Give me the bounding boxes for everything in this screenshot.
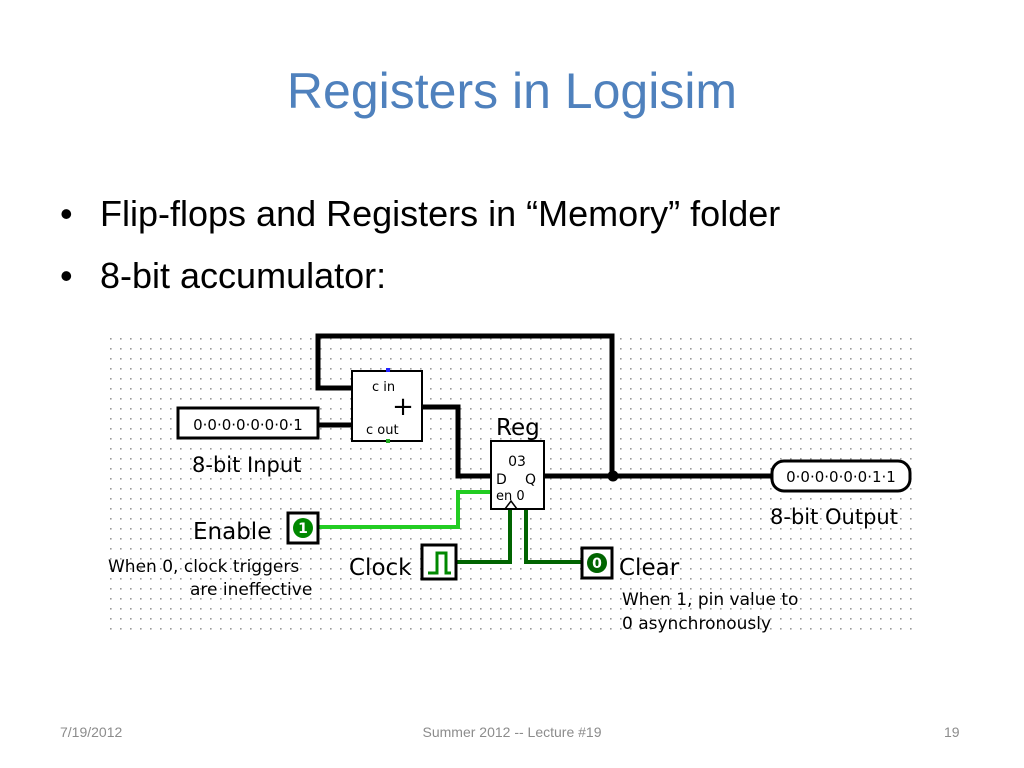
adder-cout-label: c out bbox=[366, 423, 399, 438]
wire-junction bbox=[607, 470, 619, 482]
clear-label: Clear bbox=[619, 555, 680, 581]
clock-pin[interactable] bbox=[420, 543, 458, 581]
bus-wires bbox=[315, 333, 772, 479]
wire-clock bbox=[456, 508, 512, 564]
bullet-item: • 8-bit accumulator: bbox=[60, 252, 780, 314]
register-label: Reg bbox=[496, 415, 540, 441]
footer-date: 7/19/2012 bbox=[60, 724, 123, 740]
bullet-dot-icon: • bbox=[60, 193, 73, 234]
bullet-item: • Flip-flops and Registers in “Memory” fo… bbox=[60, 190, 780, 252]
register[interactable]: 03 D Q en 0 bbox=[490, 440, 545, 510]
clear-note-line2: 0 asynchronously bbox=[622, 614, 771, 634]
clock-wave-icon bbox=[428, 551, 451, 575]
wire-adder-to-reg bbox=[422, 404, 491, 479]
bullet-text: 8-bit accumulator: bbox=[100, 255, 387, 296]
input-label: 8-bit Input bbox=[192, 453, 301, 477]
clear-note-line1: When 1, pin value to bbox=[622, 590, 798, 610]
enable-note-line2: are ineffective bbox=[190, 580, 312, 600]
input-pin[interactable]: 0·0·0·0·0·0·0·1 bbox=[176, 406, 320, 440]
bullet-list: • Flip-flops and Registers in “Memory” fo… bbox=[60, 190, 780, 314]
enable-pin[interactable]: 1 bbox=[286, 511, 320, 545]
wire-feedback bbox=[315, 333, 615, 478]
register-value: 03 bbox=[508, 454, 526, 470]
register-clock-triangle-icon bbox=[504, 499, 518, 510]
output-pin-value: 0·0·0·0·0·0·1·1 bbox=[786, 468, 896, 486]
register-q-label: Q bbox=[525, 472, 536, 488]
output-label: 8-bit Output bbox=[770, 505, 898, 529]
footer-page-number: 19 bbox=[944, 724, 960, 740]
register-en-label: en 0 bbox=[496, 489, 525, 504]
slide-title: Registers in Logisim bbox=[286, 63, 738, 119]
adder-plus-icon: + bbox=[392, 392, 414, 422]
bullet-text: Flip-flops and Registers in “Memory” fol… bbox=[100, 193, 781, 234]
enable-note-line1: When 0, clock triggers bbox=[108, 557, 299, 577]
adder[interactable]: c in + c out bbox=[351, 368, 423, 443]
output-pin: 0·0·0·0·0·0·1·1 bbox=[770, 459, 912, 493]
wire-clear bbox=[524, 508, 582, 564]
adder-cout-port bbox=[386, 439, 390, 443]
enable-label: Enable bbox=[193, 519, 271, 545]
adder-cin-label: c in bbox=[372, 380, 395, 395]
wire-enable bbox=[318, 490, 493, 529]
clear-pin-value: 0 bbox=[592, 556, 602, 572]
input-pin-value: 0·0·0·0·0·0·0·1 bbox=[193, 416, 303, 434]
register-d-label: D bbox=[496, 472, 507, 488]
clear-pin[interactable]: 0 bbox=[580, 546, 614, 580]
clock-label: Clock bbox=[349, 555, 412, 581]
bullet-dot-icon: • bbox=[60, 255, 73, 296]
footer-lecture: Summer 2012 -- Lecture #19 bbox=[422, 724, 602, 740]
adder-cin-port bbox=[386, 368, 390, 372]
enable-pin-value: 1 bbox=[298, 521, 308, 537]
